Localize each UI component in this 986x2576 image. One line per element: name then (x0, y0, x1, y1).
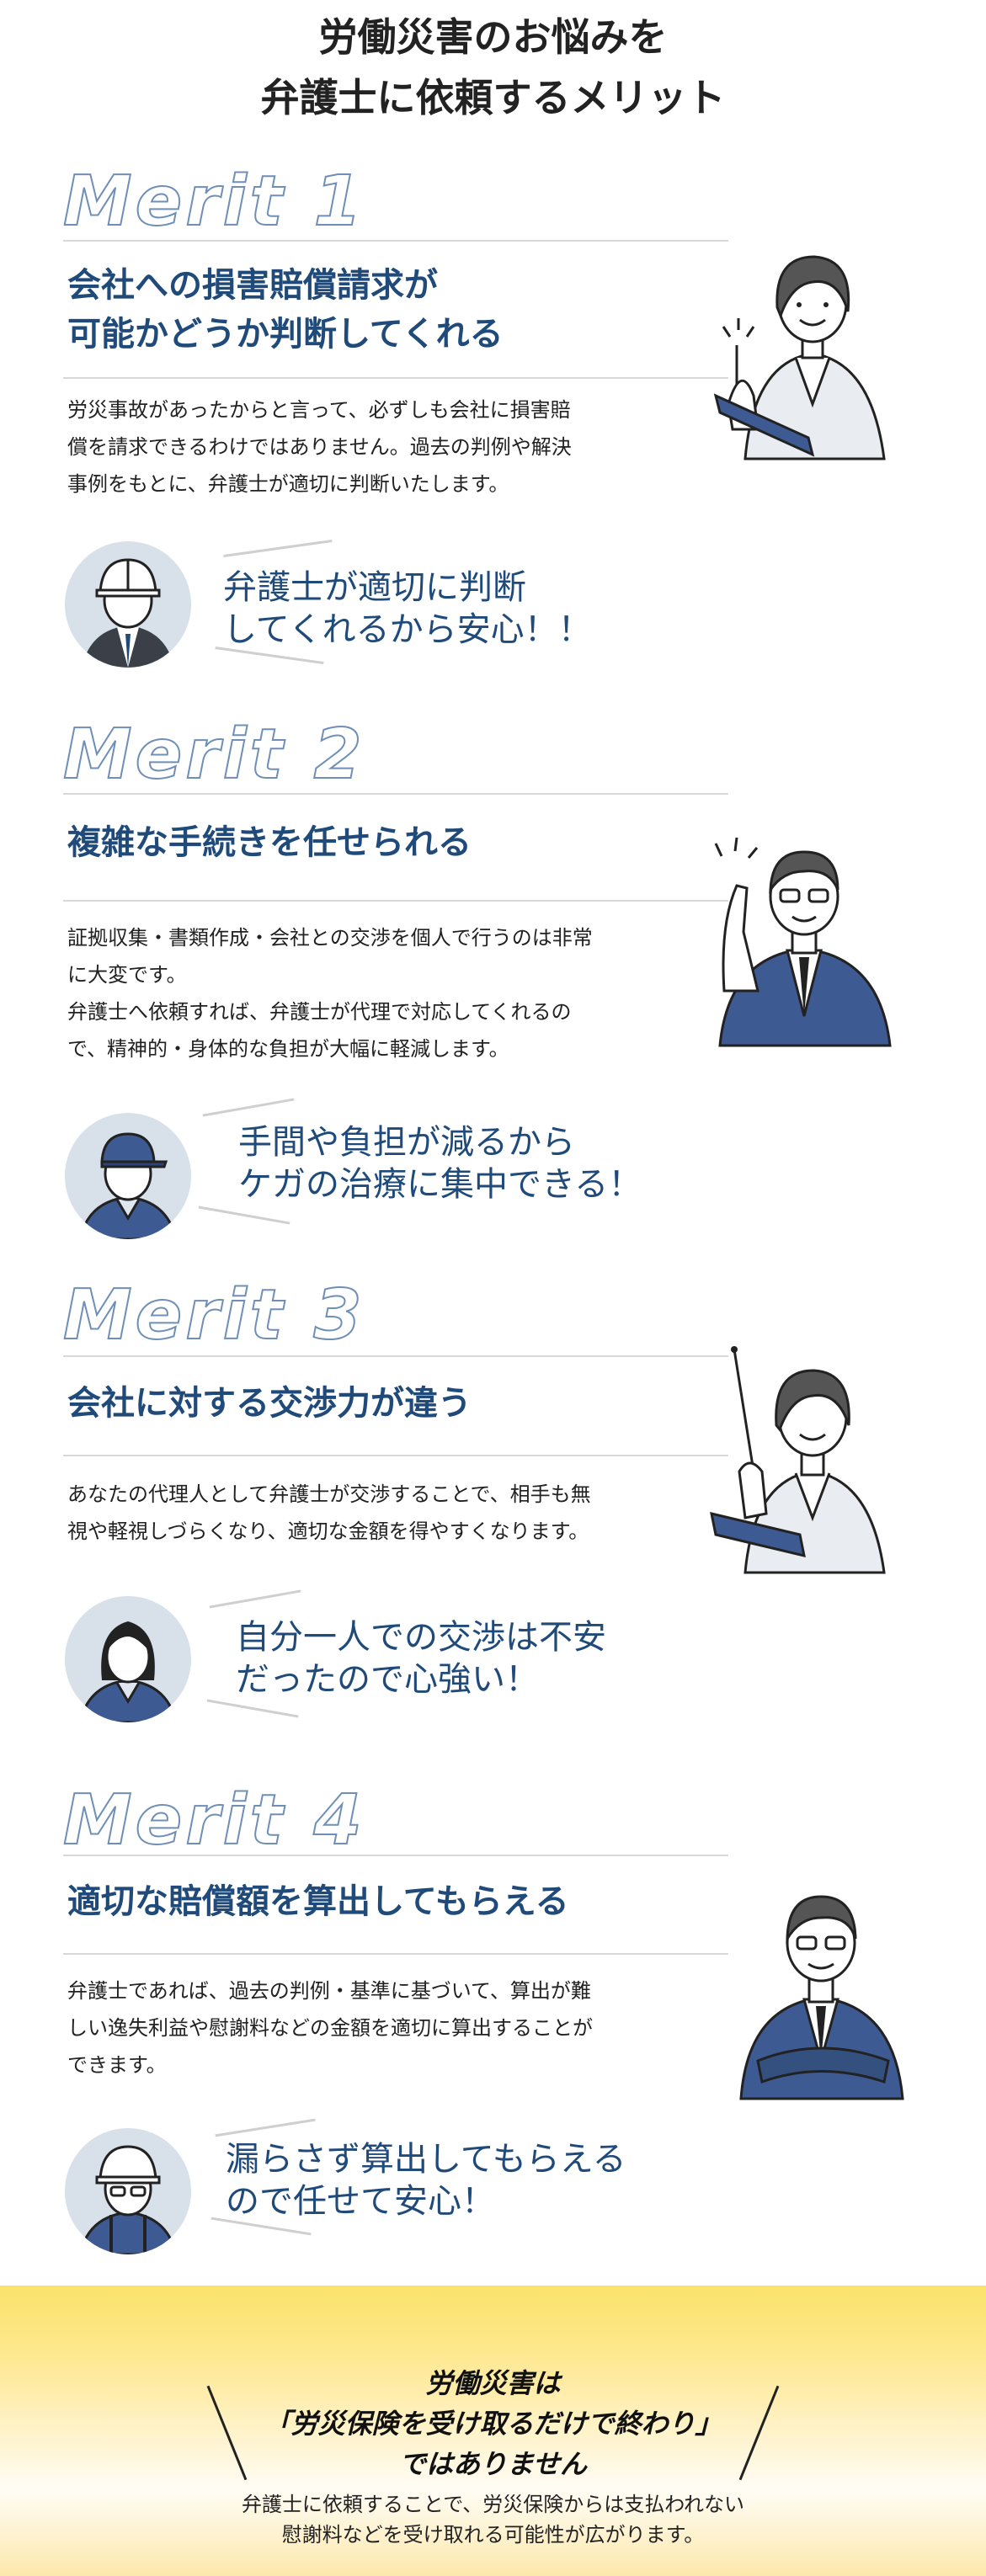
quote-line2: ので任せて安心！ (226, 2182, 495, 2221)
merit-section-3: Merit 3 会社に対する交渉力が違う あなたの代理人として弁護士が交渉するこ… (0, 1275, 986, 1749)
body-line: 事例をもとに、弁護士が適切に判断いたします。 (67, 472, 509, 496)
merit-heading: 複雑な手続きを任せられる (67, 818, 472, 867)
divider (63, 793, 728, 795)
merit-quote: 手間や負担が減るから ケガの治療に集中できる！ (238, 1121, 642, 1206)
body-line: で、精神的・身体的な負担が大幅に軽減します。 (67, 1037, 509, 1061)
page-title-line2: 弁護士に依頼するメリット (260, 75, 726, 120)
quote-line1: 手間や負担が減るから (238, 1123, 575, 1162)
body-line: 労災事故があったからと言って、必ずしも会社に損害賠 (67, 398, 571, 422)
quote-decoration (198, 1206, 290, 1225)
body-line: しい逸失利益や慰謝料などの金額を適切に算出することが (67, 2016, 593, 2040)
merit-heading-line1: 会社に対する交渉力が違う (67, 1384, 472, 1423)
quote-line2: ケガの治療に集中できる！ (238, 1165, 642, 1204)
banner-subtext: 弁護士に依頼することで、労災保険からは支払われない 慰謝料などを受け取れる可能性… (0, 2489, 986, 2550)
quote-decoration (209, 1589, 301, 1609)
woman-with-pointer-illustration (707, 1345, 901, 1577)
banner-line2: 「労災保険を受け取るだけで終わり」 (264, 2408, 722, 2440)
merit-section-1: Merit 1 会社への損害賠償請求が 可能かどうか判断してくれる 労災事故があ… (0, 162, 986, 686)
merit-heading-line1: 会社への損害賠償請求が (67, 266, 438, 305)
merit-heading-line1: 複雑な手続きを任せられる (67, 823, 472, 862)
banner-title: 労働災害は 「労災保険を受け取るだけで終わり」 ではありません (0, 2363, 986, 2484)
man-arms-crossed-illustration (733, 1871, 909, 2103)
page-title: 労働災害のお悩みを 弁護士に依頼するメリット (0, 7, 986, 128)
merit-label: Merit 1 (62, 162, 365, 242)
merit-heading: 会社への損害賠償請求が 可能かどうか判断してくれる (67, 261, 504, 359)
body-line: 償を請求できるわけではありません。過去の判例や解決 (67, 435, 572, 459)
quote-line1: 弁護士が適切に判断 (223, 568, 526, 607)
merit-heading: 会社に対する交渉力が違う (67, 1379, 472, 1428)
man-pointing-illustration (703, 822, 905, 1050)
banner-line3: ではありません (398, 2448, 588, 2480)
body-line: 弁護士であれば、過去の判例・基準に基づいて、算出が難 (67, 1979, 591, 2003)
female-worker-avatar (65, 1596, 191, 1722)
merit-heading-line2: 可能かどうか判断してくれる (67, 315, 504, 354)
merit-label: Merit 3 (62, 1275, 365, 1355)
quote-line1: 漏らさず算出してもらえる (226, 2140, 626, 2179)
quote-line1: 自分一人での交渉は不安 (236, 1618, 606, 1657)
merit-label: Merit 4 (62, 1780, 365, 1860)
cap-worker-avatar (65, 1113, 191, 1239)
quote-decoration (223, 539, 333, 558)
merit-heading: 適切な賠償額を算出してもらえる (67, 1877, 569, 1926)
divider (63, 900, 728, 902)
banner-highlight (0, 2286, 986, 2576)
page-title-line1: 労働災害のお悩みを (318, 14, 668, 60)
quote-line2: してくれるから安心！！ (223, 610, 592, 649)
merit-body: 労災事故があったからと言って、必ずしも会社に損害賠 償を請求できるわけではありま… (67, 391, 690, 503)
quote-line2: だったので心強い！ (236, 1660, 539, 1699)
divider (63, 1355, 728, 1357)
quote-decoration (202, 1098, 295, 1117)
divider (63, 1953, 728, 1955)
bottom-banner: 労働災害は 「労災保険を受け取るだけで終わり」 ではありません 弁護士に依頼する… (0, 2286, 986, 2576)
merit-body: 証拠収集・書類作成・会社との交渉を個人で行うのは非常 に大変です。 弁護士へ依頼… (67, 919, 690, 1067)
merit-body: 弁護士であれば、過去の判例・基準に基づいて、算出が難 しい逸失利益や慰謝料などの… (67, 1972, 690, 2084)
body-line: できます。 (67, 2053, 167, 2077)
divider (63, 1855, 728, 1856)
merit-quote: 自分一人での交渉は不安 だったので心強い！ (236, 1616, 606, 1700)
body-line: 証拠収集・書類作成・会社との交渉を個人で行うのは非常 (67, 926, 593, 950)
banner-line1: 労働災害は (425, 2367, 561, 2399)
body-line: 視や軽視しづらくなり、適切な金額を得やすくなります。 (67, 1520, 589, 1543)
divider (63, 1455, 728, 1456)
merit-quote: 弁護士が適切に判断 してくれるから安心！！ (223, 567, 592, 651)
merit-heading-line1: 適切な賠償額を算出してもらえる (67, 1882, 569, 1921)
merit-body: あなたの代理人として弁護士が交渉することで、相手も無 視や軽視しづらくなり、適切… (67, 1476, 690, 1550)
quote-decoration (206, 1699, 299, 1718)
merit-label: Merit 2 (62, 715, 365, 795)
helmet-glasses-worker-avatar (65, 2128, 191, 2254)
woman-with-book-illustration (712, 236, 905, 463)
helmet-worker-avatar (65, 541, 191, 668)
merit-section-2: Merit 2 複雑な手続きを任せられる 証拠収集・書類作成・会社との交渉を個人… (0, 715, 986, 1239)
quote-decoration (215, 2118, 316, 2137)
body-line: に大変です。 (67, 963, 187, 987)
body-line: あなたの代理人として弁護士が交渉することで、相手も無 (67, 1482, 591, 1506)
merit-quote: 漏らさず算出してもらえる ので任せて安心！ (226, 2138, 626, 2222)
banner-sub-line1: 弁護士に依頼することで、労災保険からは支払われない (241, 2493, 745, 2516)
body-line: 弁護士へ依頼すれば、弁護士が代理で対応してくれるの (67, 1000, 572, 1024)
merit-section-4: Merit 4 適切な賠償額を算出してもらえる 弁護士であれば、過去の判例・基準… (0, 1780, 986, 2271)
divider (63, 377, 728, 379)
divider (63, 240, 728, 242)
banner-sub-line2: 慰謝料などを受け取れる可能性が広がります。 (281, 2523, 705, 2547)
